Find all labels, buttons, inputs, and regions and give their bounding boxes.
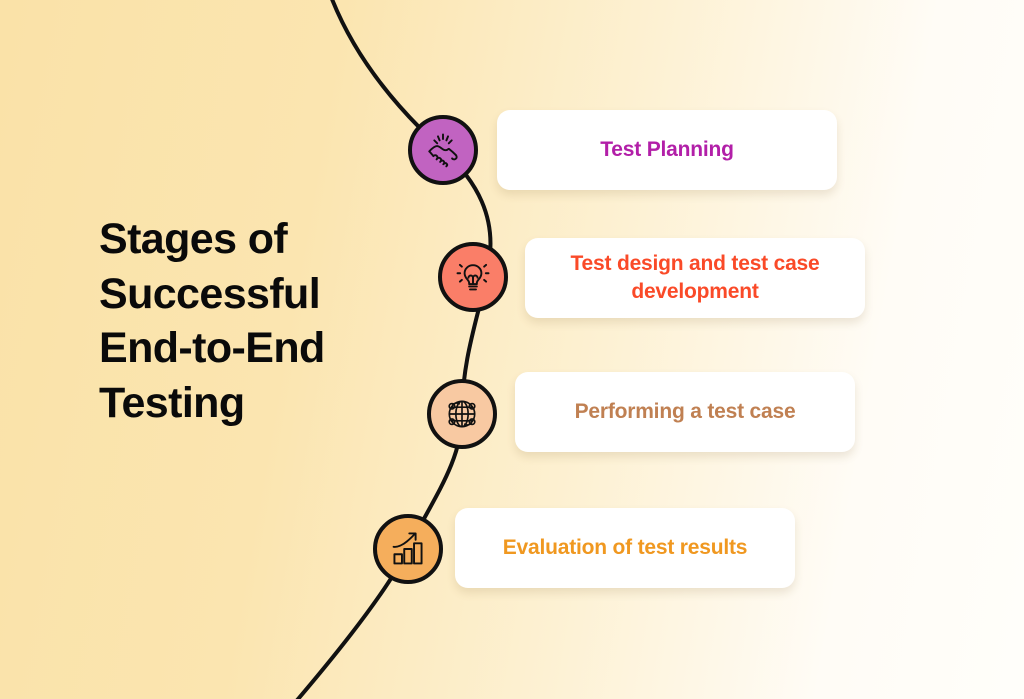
handshake-icon bbox=[421, 128, 465, 172]
stage-1-node[interactable] bbox=[408, 115, 478, 185]
stage-4-card[interactable]: Evaluation of test results bbox=[455, 508, 795, 588]
stage-4-label: Evaluation of test results bbox=[502, 536, 748, 560]
bar-chart-growth-icon bbox=[387, 528, 429, 570]
stage-4-node[interactable] bbox=[373, 514, 443, 584]
title-line-2: Successful bbox=[99, 269, 321, 318]
stage-2-label: Test design and test case development bbox=[570, 252, 820, 303]
stage-1-card[interactable]: Test Planning bbox=[497, 110, 837, 190]
stage-2-node[interactable] bbox=[438, 242, 508, 312]
stage-3-card[interactable]: Performing a test case bbox=[515, 372, 855, 452]
title-line-1: Stages of bbox=[99, 215, 288, 263]
stage-3-node[interactable] bbox=[427, 379, 497, 449]
lightbulb-icon bbox=[452, 256, 494, 298]
page-title: Stages of Successful End-to-End Testing bbox=[99, 212, 399, 430]
globe-network-icon bbox=[441, 393, 483, 435]
title-line-3: End-to-End bbox=[99, 324, 325, 373]
stage-3-label: Performing a test case bbox=[574, 400, 796, 424]
title-line-4: Testing bbox=[99, 378, 245, 427]
stage-2-card[interactable]: Test design and test case development bbox=[525, 238, 865, 318]
stage-1-label: Test Planning bbox=[600, 138, 734, 162]
